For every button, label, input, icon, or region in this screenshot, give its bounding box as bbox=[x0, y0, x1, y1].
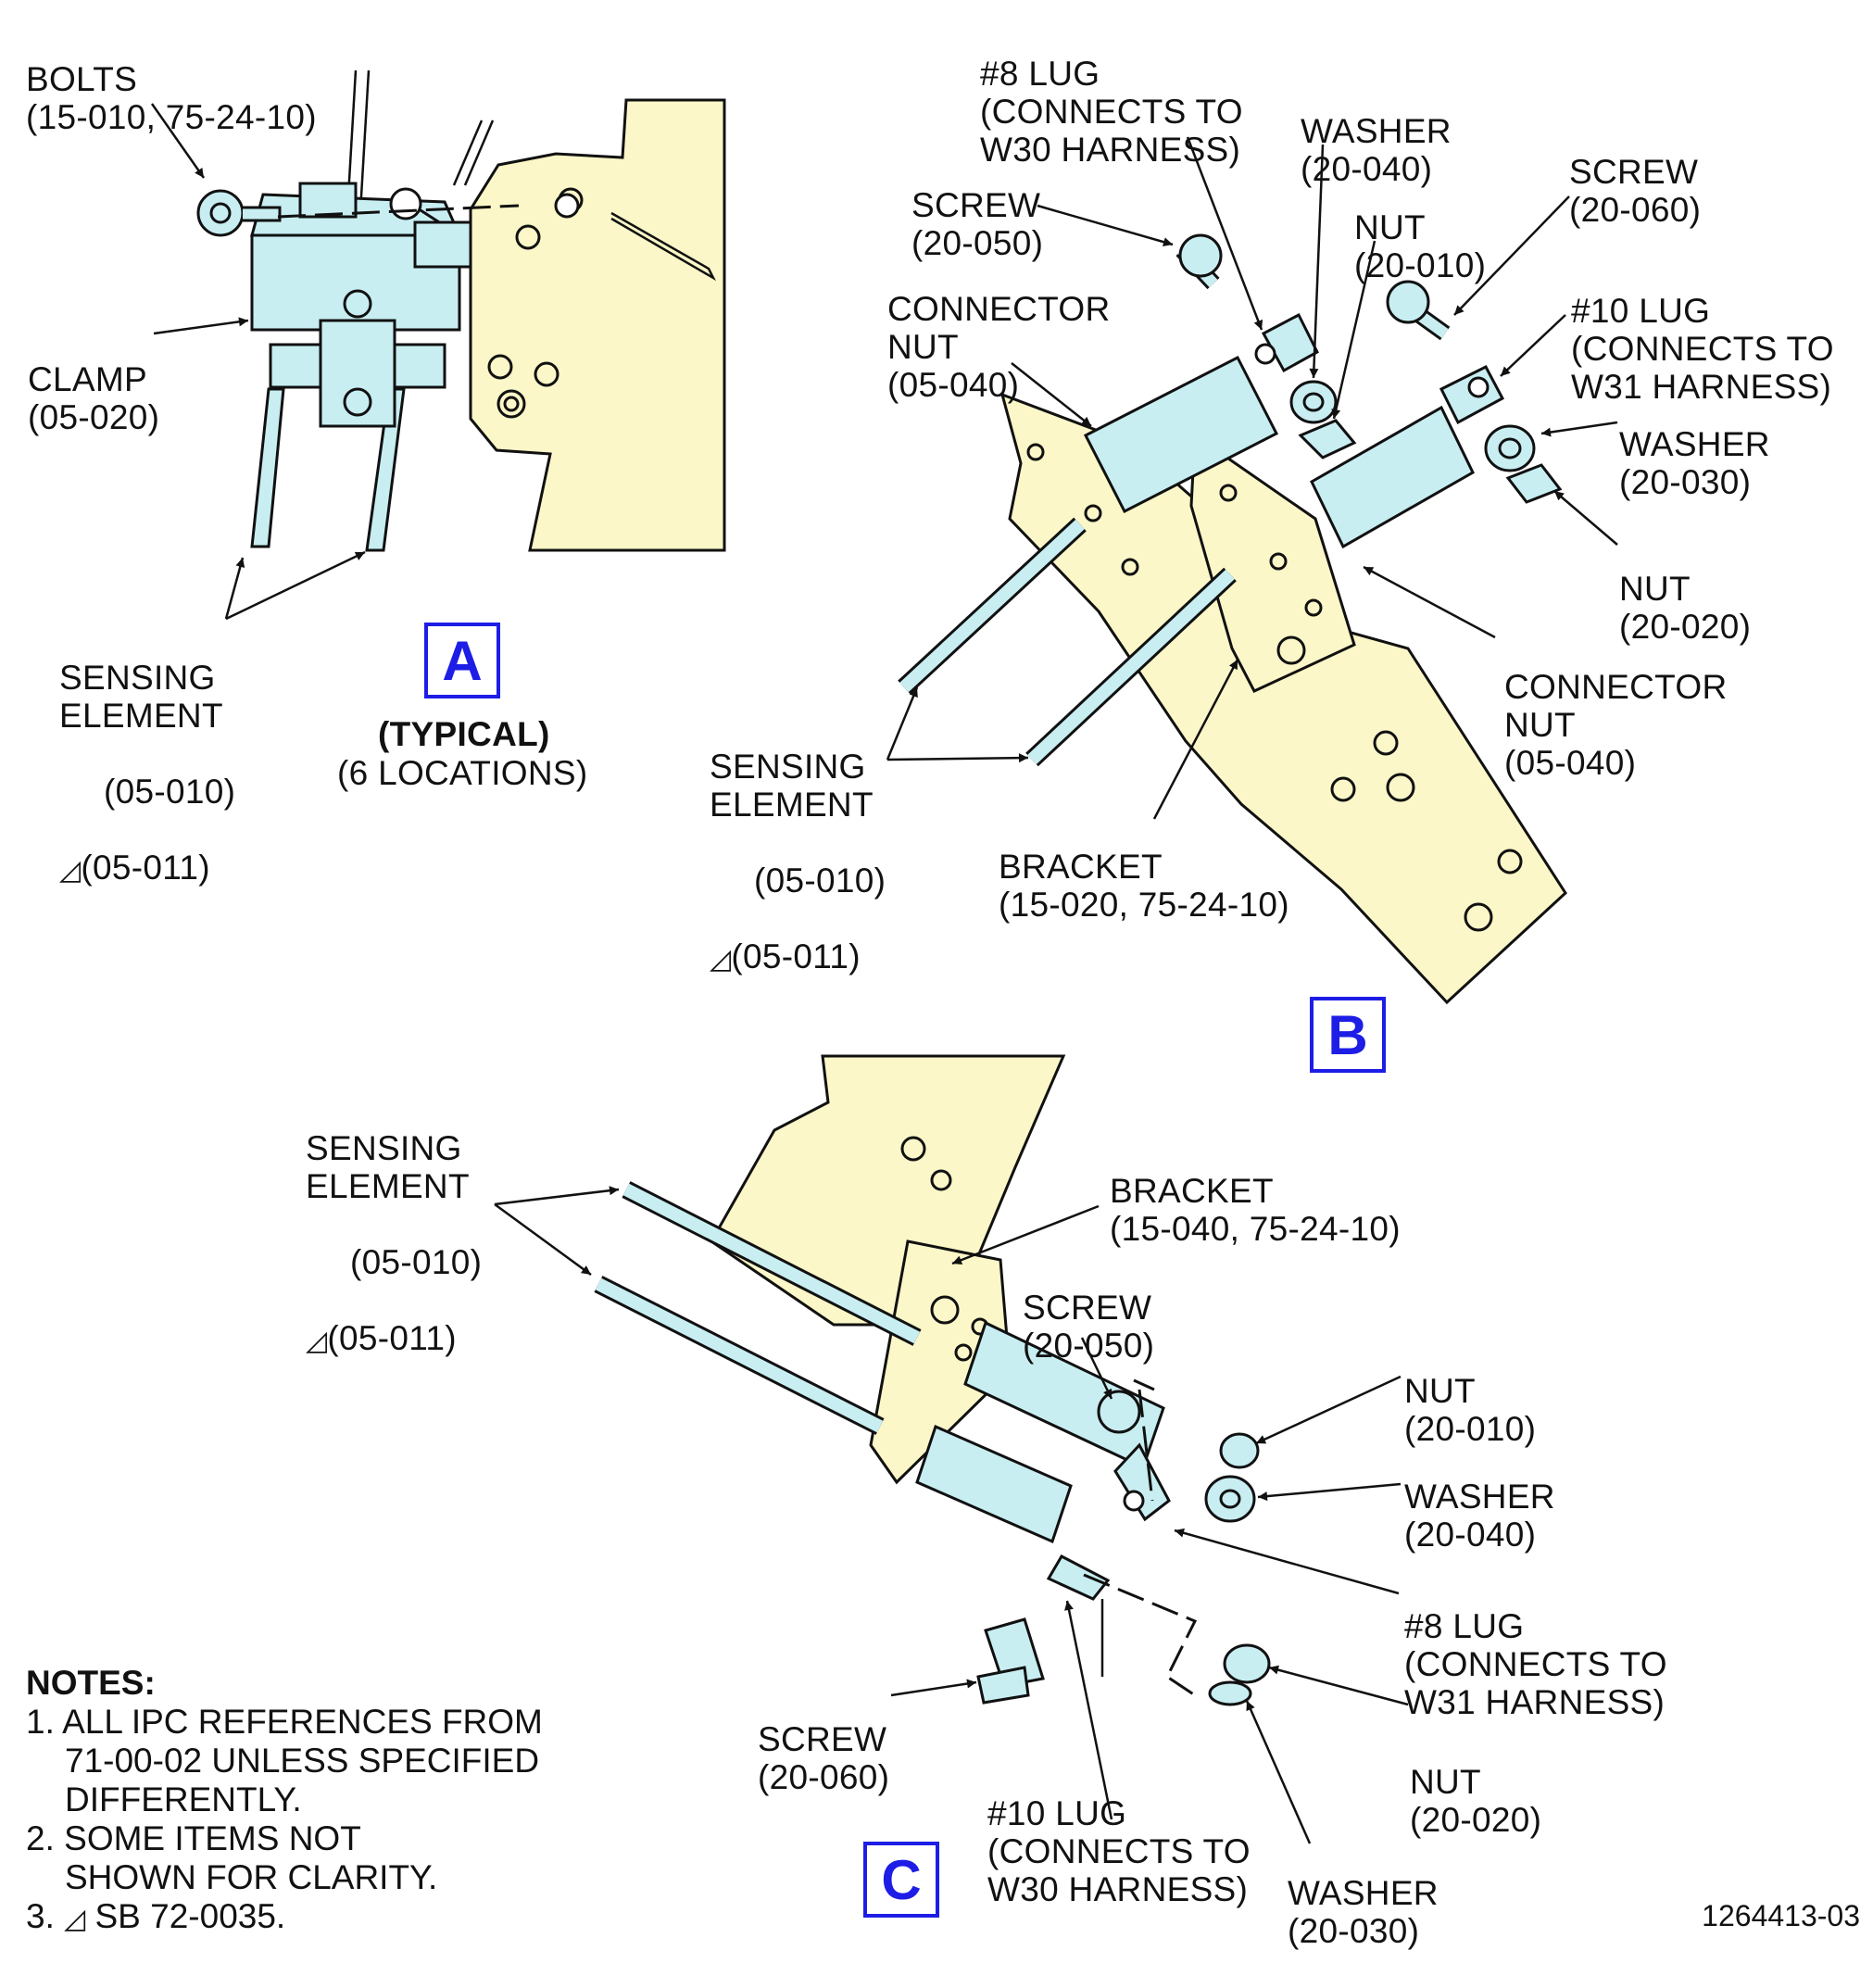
service-bulletin-flag-icon: ◿ bbox=[59, 854, 82, 887]
view-a-badge: A bbox=[424, 623, 500, 698]
bracket-c bbox=[710, 1054, 1066, 1327]
washer-030-label-c: WASHER(20-030) bbox=[1288, 1874, 1439, 1950]
screw-20-050-c bbox=[1097, 1390, 1141, 1434]
washer-040-label-b: WASHER(20-040) bbox=[1301, 112, 1452, 188]
washer-20-040-b bbox=[1289, 380, 1338, 424]
nut-010-label-b: NUT(20-010) bbox=[1354, 208, 1487, 284]
nut-020-label-c: NUT(20-020) bbox=[1410, 1763, 1542, 1839]
service-bulletin-flag-icon: ◿ bbox=[306, 1325, 328, 1357]
note-3: 3. ◿ SB 72-0035. bbox=[26, 1897, 286, 1935]
washer-20-040-c bbox=[1204, 1475, 1256, 1523]
screw-060-label-c: SCREW(20-060) bbox=[758, 1720, 890, 1796]
installation-diagram bbox=[150, 69, 1618, 1844]
screw-050-label-c: SCREW(20-050) bbox=[1023, 1289, 1155, 1365]
washer-20-030-b bbox=[1484, 424, 1536, 472]
service-bulletin-flag-icon: ◿ bbox=[64, 1903, 86, 1935]
notes-heading: NOTES: bbox=[26, 1664, 156, 1702]
note-1: 1. ALL IPC REFERENCES FROM bbox=[26, 1703, 543, 1741]
view-a-drawing bbox=[196, 69, 726, 552]
clamp-label: CLAMP(05-020) bbox=[28, 360, 160, 436]
nut-20-020-b bbox=[1505, 463, 1563, 504]
screw-060-label-b: SCREW(20-060) bbox=[1569, 153, 1702, 229]
view-c-drawing bbox=[594, 1054, 1271, 1706]
leader-lines bbox=[150, 103, 1618, 1844]
view-b-drawing bbox=[898, 233, 1567, 1005]
nut-20-010-b bbox=[1298, 419, 1357, 459]
nut-010-label-c: NUT(20-010) bbox=[1404, 1372, 1537, 1448]
locations-label: (6 LOCATIONS) bbox=[337, 754, 588, 792]
bracket-label-c: BRACKET(15-040, 75-24-10) bbox=[1110, 1172, 1401, 1248]
service-bulletin-flag-icon: ◿ bbox=[710, 943, 732, 975]
bracket-a bbox=[469, 98, 726, 552]
document-number: 1264413-03 bbox=[1702, 1899, 1860, 1932]
view-b-badge: B bbox=[1310, 997, 1386, 1073]
typical-label: (TYPICAL) bbox=[378, 715, 550, 753]
bolts-label: BOLTS(15-010, 75-24-10) bbox=[26, 60, 317, 136]
notes-block: NOTES: 1. ALL IPC REFERENCES FROM 71-00-… bbox=[26, 1664, 543, 1939]
view-c-badge: C bbox=[863, 1842, 939, 1918]
bracket-label-b: BRACKET(15-020, 75-24-10) bbox=[999, 848, 1289, 924]
washer-20-030-c bbox=[1208, 1680, 1252, 1706]
washer-040-label-c: WASHER(20-040) bbox=[1404, 1478, 1555, 1554]
screw-050-label-b: SCREW(20-050) bbox=[911, 186, 1044, 262]
bolt-a bbox=[196, 189, 245, 237]
washer-030-label-b: WASHER(20-030) bbox=[1619, 425, 1770, 501]
note-2: 2. SOME ITEMS NOT bbox=[26, 1819, 361, 1857]
nut-020-label-b: NUT(20-020) bbox=[1619, 570, 1752, 646]
nut-20-020-c bbox=[1223, 1643, 1271, 1684]
nut-20-010-c bbox=[1219, 1432, 1260, 1469]
